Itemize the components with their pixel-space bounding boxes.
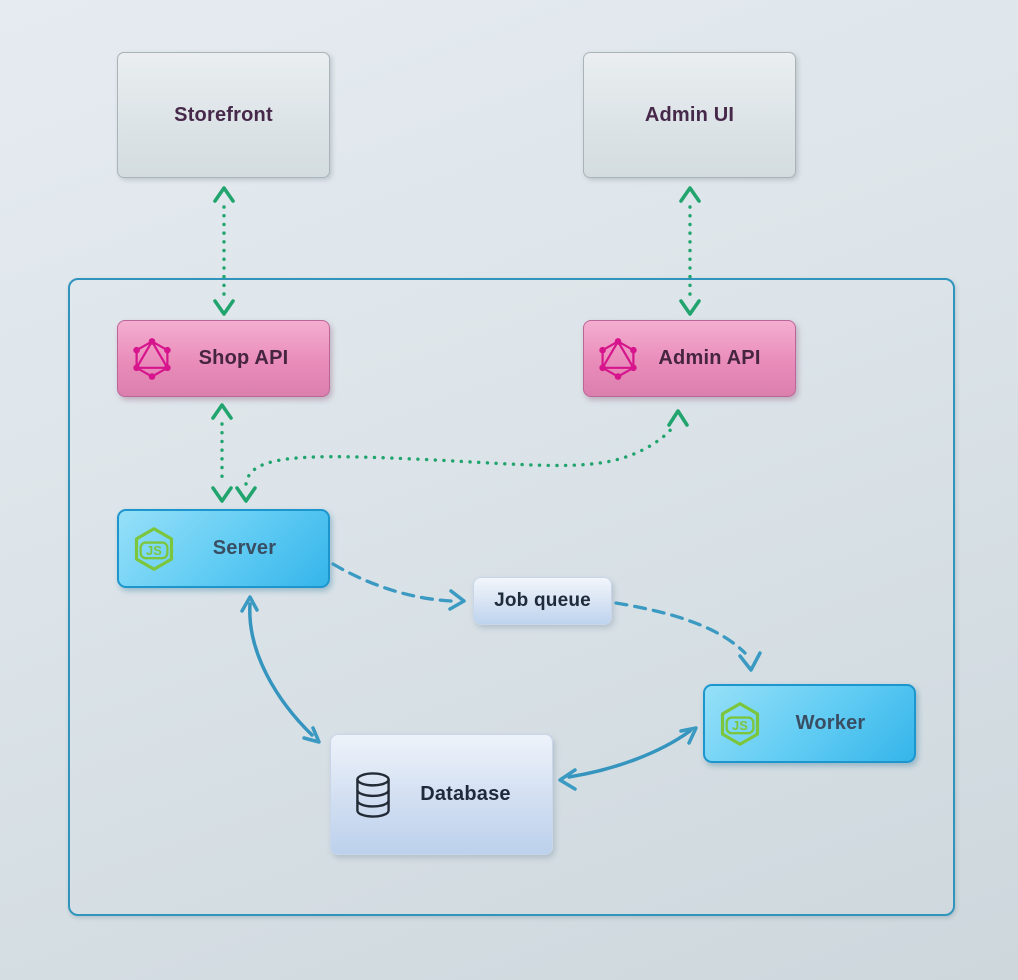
storefront-node: Storefront	[117, 52, 330, 178]
worker-node: JS Worker	[703, 684, 916, 763]
database-label: Database	[420, 783, 511, 805]
worker-label: Worker	[795, 712, 866, 734]
server-label: Server	[212, 537, 277, 559]
storefront-label: Storefront	[174, 103, 273, 126]
admin-api-label: Admin API	[658, 347, 761, 369]
svg-text:JS: JS	[732, 717, 748, 732]
graphql-icon	[130, 337, 174, 381]
admin-ui-node: Admin UI	[583, 52, 796, 178]
svg-text:JS: JS	[146, 542, 162, 557]
graphql-icon	[596, 337, 640, 381]
server-node: JS Server	[117, 509, 330, 588]
database-node: Database	[330, 734, 553, 855]
job-queue-node: Job queue	[473, 577, 612, 625]
nodejs-icon: JS	[717, 701, 763, 747]
nodejs-icon: JS	[131, 526, 177, 572]
admin-api-node: Admin API	[583, 320, 796, 397]
shop-api-label: Shop API	[198, 347, 289, 369]
job-queue-label: Job queue	[494, 590, 591, 611]
database-icon	[351, 770, 395, 820]
server-boundary-container	[68, 278, 955, 916]
shop-api-node: Shop API	[117, 320, 330, 397]
admin-ui-label: Admin UI	[644, 103, 735, 126]
